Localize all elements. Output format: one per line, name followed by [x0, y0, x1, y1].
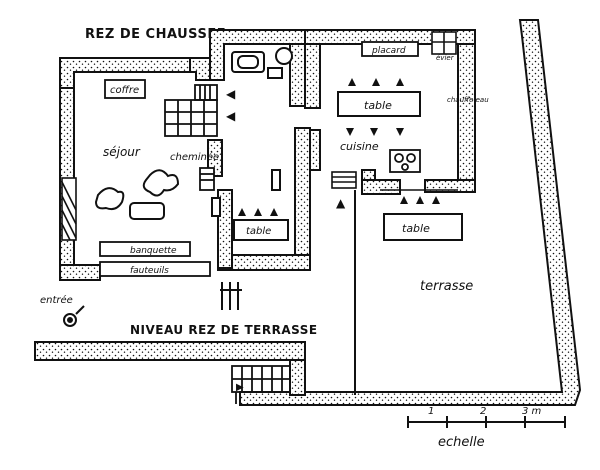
fauteuils-box	[99, 261, 211, 277]
kitchen-table-label: table	[364, 99, 392, 112]
kitchen-table	[337, 91, 421, 117]
cuisine-label: cuisine	[340, 140, 379, 153]
kitchen-chairs	[346, 78, 404, 136]
ground-floor-title: REZ DE CHAUSSEE	[85, 27, 226, 42]
banquette-box	[99, 241, 191, 257]
lower-stair-arrow-icon: ▶	[236, 382, 244, 393]
stair-arrow-icon: ◀	[226, 87, 236, 101]
scale-tick-3: 3 m	[522, 406, 542, 417]
banquette-label: banquette	[130, 246, 177, 256]
fauteuils-label: fauteuils	[130, 266, 169, 276]
scale-label: echelle	[438, 435, 485, 450]
stair-arrow-icon-2: ◀	[226, 109, 236, 123]
entree-label: entrée	[40, 294, 73, 306]
terrace-table-label: table	[402, 222, 430, 235]
stove-fixture	[389, 149, 421, 173]
hearth-hatch	[61, 177, 77, 241]
staircase-main	[164, 84, 218, 137]
terrasse-label: terrasse	[420, 279, 473, 294]
placard-box	[361, 41, 419, 57]
entrance-marker-icon	[63, 305, 85, 327]
evier-label: évier	[436, 54, 455, 62]
scale-tick-2: 2	[480, 406, 486, 417]
chauffe-eau-label: chauffe eau	[447, 96, 489, 104]
exterior-walls	[34, 19, 582, 406]
coffre-box	[104, 79, 146, 99]
bathroom-fixtures	[231, 47, 293, 79]
chimney-block	[199, 167, 215, 191]
armchairs	[94, 169, 180, 220]
dining-table	[233, 219, 289, 241]
dining-chairs	[238, 208, 278, 216]
coffre-label: coffre	[110, 85, 139, 96]
cheminee-label: cheminée	[170, 151, 219, 163]
scale-tick-1: 1	[428, 406, 434, 417]
lower-staircase	[231, 365, 291, 404]
dining-table-label: table	[246, 226, 271, 237]
door-sill	[331, 171, 357, 189]
terrace-table	[383, 213, 463, 241]
placard-label: placard	[371, 46, 406, 56]
terrace-level-title: NIVEAU REZ DE TERRASSE	[130, 323, 318, 337]
entry-arrow-icon: ▲	[336, 196, 346, 210]
terrace-chairs	[400, 196, 440, 204]
entrance-steps	[220, 282, 242, 310]
door-marks	[211, 169, 281, 217]
sink-fixture	[431, 31, 457, 55]
scale-bar	[407, 416, 566, 428]
sejour-label: séjour	[103, 145, 141, 159]
